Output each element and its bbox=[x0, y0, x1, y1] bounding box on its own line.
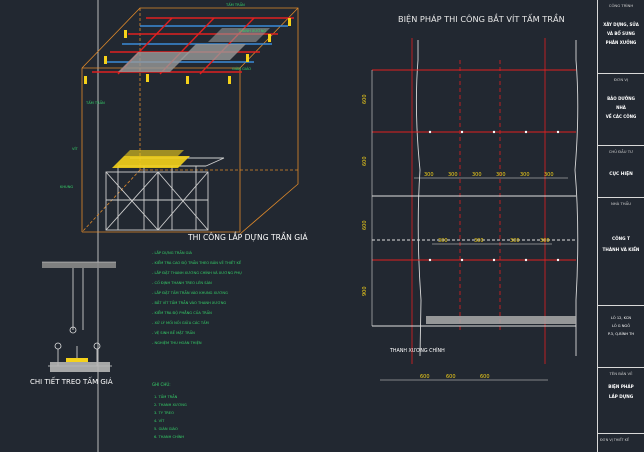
dim-label: 300 bbox=[472, 172, 482, 178]
dim-label: 600 bbox=[420, 374, 430, 380]
legend-item: 3. TY TREO bbox=[154, 411, 174, 415]
construction-note: THI CÔNG LẮP DỰNG TRẦN GIÁ - LẮP DỰNG TR… bbox=[152, 232, 308, 439]
tb-line: LÔ G NGÕ bbox=[611, 324, 631, 328]
legend-header: GHI CHÚ: bbox=[152, 382, 171, 387]
tb-line: THÀNH VÀ KIẾN bbox=[602, 247, 640, 252]
title-block: CÔNG TRÌNH XÂY DỰNG, SỬA VÀ BỔ SUNG PHÂN… bbox=[597, 0, 644, 452]
note-line: - BẮT VÍT TẤM TRẦN VÀO THANH XƯƠNG bbox=[152, 300, 226, 305]
section-detail: BIỆN PHÁP THI CÔNG BẮT VÍT TẤM TRẦN bbox=[362, 12, 579, 381]
tb-line: P.3, Q.BÌNH TH bbox=[607, 332, 635, 336]
row-dim: 600 bbox=[362, 94, 368, 104]
tb-header: ĐƠN VỊ bbox=[613, 77, 629, 82]
tb-line: LẮP DỰNG bbox=[608, 394, 634, 399]
note-title: THI CÔNG LẮP DỰNG TRẦN GIÁ bbox=[187, 232, 308, 242]
iso-label: GIÀN GIÁO bbox=[232, 66, 251, 71]
iso-label: TẤM TRẦN bbox=[85, 100, 105, 105]
dim-label: 600 bbox=[480, 374, 490, 380]
iso-label: TẤM TRẦN bbox=[225, 2, 245, 7]
tb-line: XÂY DỰNG, SỬA bbox=[603, 22, 639, 27]
note-line: - NGHIỆM THU HOÀN THIỆN bbox=[152, 340, 202, 345]
title-row-project: CÔNG TRÌNH XÂY DỰNG, SỬA VÀ BỔ SUNG PHÂN… bbox=[598, 0, 644, 74]
dim-label: 600 bbox=[446, 374, 456, 380]
iso-label: THANH XƯƠNG bbox=[237, 29, 266, 33]
isometric-view: TẤM TRẦN THANH XƯƠNG GIÀN GIÁO TẤM TRẦN … bbox=[60, 2, 299, 235]
tb-line: PHÂN XƯỞNG bbox=[605, 40, 637, 45]
legend-item: 5. GIÀN GIÁO bbox=[154, 426, 178, 431]
title-row-owner: CHỦ ĐẦU TƯ CỤC HIỆN bbox=[598, 146, 644, 198]
note-line: - LẮP ĐẶT THANH XƯƠNG CHÍNH VÀ XƯƠNG PHỤ bbox=[152, 270, 242, 275]
dim-label: 300 bbox=[520, 172, 530, 178]
beam-hatch bbox=[426, 316, 576, 324]
hanger-detail: CHI TIẾT TREO TẤM GIÁ bbox=[30, 261, 116, 386]
row-dim: 600 bbox=[362, 156, 368, 166]
legend-item: 4. VÍT bbox=[154, 418, 165, 423]
section-title: BIỆN PHÁP THI CÔNG BẮT VÍT TẤM TRẦN bbox=[398, 12, 565, 25]
hanger-title: CHI TIẾT TREO TẤM GIÁ bbox=[30, 376, 113, 386]
dim-label: 300 bbox=[438, 238, 448, 244]
iso-label: VÍT bbox=[72, 146, 79, 151]
dim-label: 300 bbox=[510, 238, 520, 244]
legend-item: 2. THANH XƯƠNG bbox=[154, 403, 187, 407]
dim-label: 300 bbox=[424, 172, 434, 178]
tb-line: ĐƠN VỊ THIẾT KẾ bbox=[600, 438, 630, 442]
tb-line: CÔNG T bbox=[612, 236, 630, 241]
tb-header: CÔNG TRÌNH bbox=[608, 3, 634, 8]
title-row-address: LÔ 12, KCN LÔ G NGÕ P.3, Q.BÌNH TH bbox=[598, 306, 644, 368]
title-row-unit: ĐƠN VỊ BẢO DƯỠNG NHÀ VỀ CÁC CÔNG bbox=[598, 74, 644, 146]
tb-line: NHÀ bbox=[616, 105, 626, 110]
tb-header: CHỦ ĐẦU TƯ bbox=[608, 149, 634, 154]
tb-line: BIỆN PHÁP bbox=[608, 384, 634, 389]
tb-line: VÀ BỔ SUNG bbox=[607, 31, 635, 36]
legend-item: 1. TẤM TRẦN bbox=[154, 394, 178, 399]
dim-label: 300 bbox=[544, 172, 554, 178]
tb-line: CỤC HIỆN bbox=[609, 172, 633, 177]
note-line: - VỆ SINH BỀ MẶT TRẦN bbox=[152, 330, 195, 335]
dim-label: 300 bbox=[496, 172, 506, 178]
title-row-contractor: NHÀ THẦU CÔNG T THÀNH VÀ KIẾN bbox=[598, 198, 644, 306]
dim-label: 300 bbox=[540, 238, 550, 244]
row-dim: 900 bbox=[362, 286, 368, 296]
iso-label: KHUNG bbox=[60, 185, 73, 189]
note-line: - CỐ ĐỊNH THANH TREO LÊN SÀN bbox=[152, 280, 212, 285]
row-dim: 600 bbox=[362, 220, 368, 230]
tb-header: TÊN BẢN VẼ bbox=[609, 371, 633, 376]
legend-item: 6. THANH CHÍNH bbox=[154, 434, 184, 439]
title-row-design-unit: ĐƠN VỊ THIẾT KẾ bbox=[598, 434, 644, 452]
note-line: - KIỂM TRA CAO ĐỘ TRẦN THEO BẢN VẼ THIẾT… bbox=[152, 259, 242, 265]
scaffolding bbox=[105, 157, 225, 231]
tb-line: LÔ 12, KCN bbox=[610, 316, 632, 320]
dim-label: 300 bbox=[474, 238, 484, 244]
note-line: - LẮP DỰNG TRẦN GIÁ bbox=[152, 250, 193, 255]
tb-line: VỀ CÁC CÔNG bbox=[605, 114, 637, 119]
note-line: - XỬ LÝ MỐI NỐI GIỮA CÁC TẤM bbox=[152, 320, 209, 325]
tb-line: BẢO DƯỠNG bbox=[607, 96, 635, 101]
tb-header: NHÀ THẦU bbox=[610, 201, 632, 206]
note-line: - KIỂM TRA ĐỘ PHẲNG CỦA TRẦN bbox=[152, 310, 212, 315]
beam-label: THANH XƯƠNG CHÍNH bbox=[389, 347, 445, 354]
note-line: - LẮP ĐẶT TẤM TRẦN VÀO KHUNG XƯƠNG bbox=[152, 290, 228, 295]
title-row-drawing-name: TÊN BẢN VẼ BIỆN PHÁP LẮP DỰNG bbox=[598, 368, 644, 434]
dim-label: 300 bbox=[448, 172, 458, 178]
